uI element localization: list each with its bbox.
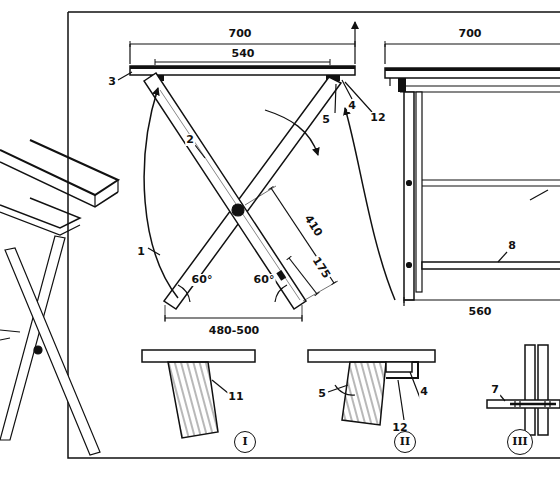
callout-number: 2 [185, 134, 195, 146]
dimension-label: 480-500 [208, 325, 261, 337]
dimension-label: 700 [458, 28, 483, 40]
callout-number: 5 [321, 114, 331, 126]
callout-number: 5 [317, 388, 327, 400]
callout-number: 7 [490, 384, 500, 396]
callout-number: 3 [107, 76, 117, 88]
dimension-label: 60° [191, 274, 214, 286]
dimension-label: 60° [253, 274, 276, 286]
dimension-label: 410 [301, 212, 325, 239]
dimension-label: 700 [228, 28, 253, 40]
callout-number: 11 [227, 391, 244, 403]
detail-circle: II [394, 431, 416, 453]
callout-number: 4 [347, 100, 357, 112]
detail-numeral: III [512, 436, 527, 448]
detail-circle: I [234, 431, 256, 453]
dimension-label: 175 [309, 254, 333, 281]
callout-number: 1 [136, 246, 146, 258]
dimension-label: 540 [231, 48, 256, 60]
dimension-label: 560 [468, 306, 493, 318]
detail-circle: III [507, 429, 533, 455]
callout-number: 12 [369, 112, 386, 124]
callout-number: 8 [507, 240, 517, 252]
detail-numeral: I [242, 436, 247, 448]
detail-numeral: II [400, 436, 410, 448]
callout-number: 4 [419, 386, 429, 398]
